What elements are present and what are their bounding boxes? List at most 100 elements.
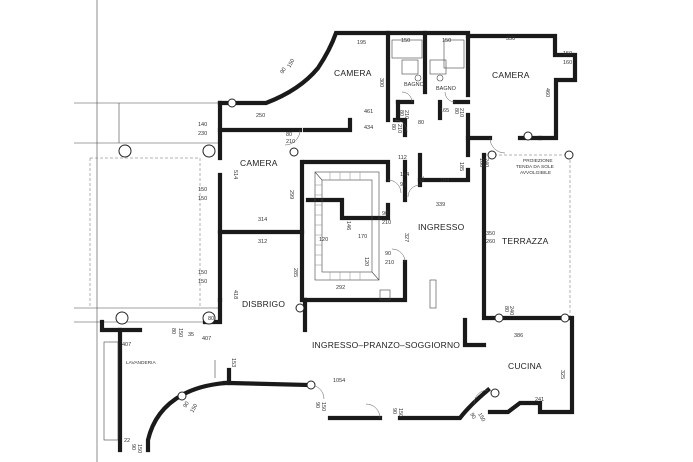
- dimension-label: 90: [130, 444, 136, 450]
- dimension-label: 150: [198, 187, 207, 193]
- stair-core: [314, 171, 380, 281]
- dimension-label: 292: [336, 285, 345, 291]
- dimension-label: 514: [232, 170, 238, 179]
- dimension-label: 150: [190, 403, 200, 414]
- dimension-label: 300: [378, 78, 384, 87]
- dimension-label: 80: [503, 306, 509, 312]
- dimension-label: 90: [400, 182, 406, 188]
- dimension-label: 75: [418, 176, 424, 182]
- dimension-label: 120: [363, 257, 369, 266]
- dimension-label: 210: [396, 124, 402, 133]
- dimension-label: 160: [478, 158, 484, 167]
- dimension-label: 434: [364, 125, 373, 131]
- label-ingresso-pranzo-soggiorno: INGRESSO–PRANZO–SOGGIORNO: [312, 340, 460, 350]
- dimension-label: 185: [458, 162, 464, 171]
- label-bagno-1: BAGNO: [404, 82, 425, 88]
- label-camera-left: CAMERA: [240, 158, 278, 168]
- dimension-label: 80: [390, 124, 396, 130]
- note-proiezione-2: TENDA DA SOLE: [516, 164, 554, 170]
- dimension-label: 250: [256, 113, 265, 119]
- dimension-label: 150: [198, 279, 207, 285]
- label-disbrigo: DISBRIGO: [242, 299, 285, 309]
- dimension-label: 210: [458, 108, 464, 117]
- dimension-label: 407: [122, 342, 131, 348]
- dimension-label: 80: [286, 132, 292, 138]
- dimension-label: 150: [287, 58, 297, 69]
- dimension-label: 460: [544, 88, 550, 97]
- dimension-label: 210: [382, 220, 391, 226]
- dimension-label: 210: [403, 110, 409, 119]
- dimension-label: 327: [403, 233, 409, 242]
- label-camera-right: CAMERA: [492, 70, 530, 80]
- interior-walls: [217, 99, 487, 386]
- label-terrazza: TERRAZZA: [502, 236, 549, 246]
- guide-lines: [74, 0, 571, 462]
- dimension-label: 150: [177, 328, 183, 337]
- dimension-label: 90: [391, 408, 397, 414]
- label-lavanderia: LAVANDERIA: [126, 360, 156, 366]
- dimension-label: 150: [198, 196, 207, 202]
- dimension-label: 80: [418, 120, 424, 126]
- dimension-label: 350: [506, 36, 515, 42]
- label-bagno-2: BAGNO: [436, 86, 457, 92]
- dimension-label: 170: [358, 234, 367, 240]
- dimension-label: 112: [398, 155, 407, 161]
- dimension-label: 407: [202, 336, 211, 342]
- dimension-label: 241: [535, 397, 544, 403]
- dimension-label: 90: [183, 401, 191, 409]
- dimension-label: 314: [258, 217, 267, 223]
- label-cucina: CUCINA: [508, 361, 542, 371]
- dimension-label: 80: [453, 108, 459, 114]
- dimension-label: 312: [258, 239, 267, 245]
- dimension-label: 80: [208, 316, 214, 322]
- dimension-label: 210: [286, 139, 295, 145]
- columns: [115, 98, 574, 401]
- exterior-walls: [99, 30, 578, 453]
- dimension-label: 146: [345, 221, 351, 230]
- dimension-label: 230: [198, 131, 207, 137]
- dimension-label: 150: [401, 38, 410, 44]
- label-ingresso: INGRESSO: [418, 222, 465, 232]
- dimension-label: 120: [319, 237, 328, 243]
- dimension-label: 339: [436, 202, 445, 208]
- dimension-label: 165: [440, 108, 449, 114]
- dimension-label: 461: [364, 109, 373, 115]
- dimension-label: 150: [476, 412, 486, 423]
- dimension-label: 418: [232, 290, 238, 299]
- dimension-label: 150: [320, 402, 326, 411]
- dimension-label: 210: [385, 260, 394, 266]
- dimension-label: 1054: [333, 378, 345, 384]
- dimension-label: 184: [440, 178, 449, 184]
- dimension-label: 285: [292, 268, 298, 277]
- dimension-label: 80: [398, 110, 404, 116]
- note-proiezione-1: PROIEZIONE: [523, 158, 553, 164]
- dimension-label: 160: [563, 60, 572, 66]
- dimension-label: 144: [400, 172, 409, 178]
- dimension-label: 90: [314, 402, 320, 408]
- bathroom-fixtures: [391, 39, 465, 82]
- fixtures-misc: [103, 279, 437, 441]
- dimension-label: 150: [136, 444, 142, 453]
- dimension-label: 350: [486, 231, 495, 237]
- dimension-label: 260: [486, 239, 495, 245]
- room-labels: CAMERA CAMERA CAMERA BAGNO BAGNO INGRESS…: [126, 68, 549, 371]
- projection-note: PROIEZIONE TENDA DA SOLE AVVOLGIBILE: [516, 158, 554, 176]
- dimension-label: 90: [382, 211, 388, 217]
- note-proiezione-3: AVVOLGIBILE: [520, 170, 551, 176]
- dimension-label: 150: [563, 51, 572, 57]
- dimension-label: 150: [442, 38, 451, 44]
- dimension-label: 325: [559, 370, 565, 379]
- dimension-label: 140: [198, 122, 207, 128]
- dimension-label: 90: [468, 412, 476, 420]
- dimension-label: 90: [385, 251, 391, 257]
- dimension-label: 35: [188, 332, 194, 338]
- dimension-label: 22: [124, 438, 130, 444]
- dimension-label: 80: [170, 328, 176, 334]
- dimension-label: 195: [357, 40, 366, 46]
- dimension-label: 240: [508, 306, 514, 315]
- dimension-label: 150: [397, 408, 403, 417]
- dimension-label: 299: [288, 190, 294, 199]
- dimension-label: 150: [198, 270, 207, 276]
